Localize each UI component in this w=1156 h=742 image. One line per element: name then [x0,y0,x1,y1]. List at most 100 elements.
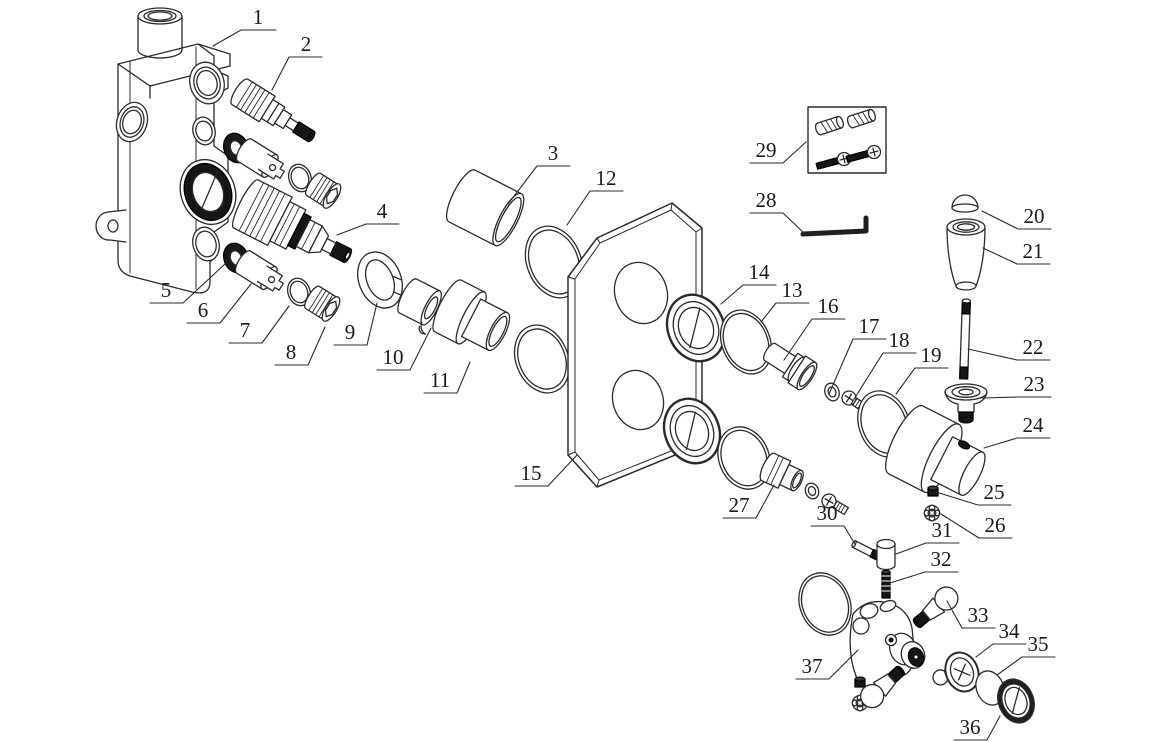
svg-text:36: 36 [960,715,981,739]
cam-34 [932,651,980,693]
trim-bushing [432,279,511,352]
part-label-31: 31 [895,518,960,555]
svg-text:33: 33 [968,603,989,627]
part-label-32: 32 [889,547,959,584]
part-label-19: 19 [895,343,949,395]
wall-sleeve [445,169,525,247]
part-label-17: 17 [828,314,887,395]
part-label-36: 36 [953,715,1001,741]
part-label-16: 16 [783,294,846,361]
retaining-ring [357,251,405,309]
part-label-26: 26 [940,513,1013,539]
svg-text:35: 35 [1028,632,1049,656]
outlet-connector [759,452,804,492]
part-label-7: 7 [228,305,290,344]
svg-text:13: 13 [782,278,803,302]
svg-text:20: 20 [1024,204,1045,228]
threaded-rod [958,298,972,380]
part-label-24: 24 [983,413,1051,449]
svg-text:9: 9 [345,320,356,344]
part-label-6: 6 [186,283,252,324]
flow-cartridge [230,78,316,143]
part-label-25: 25 [935,480,1012,506]
part-label-1: 1 [212,5,277,47]
cap-dome [951,194,979,213]
part-label-2: 2 [271,32,323,91]
svg-text:10: 10 [383,345,404,369]
part-label-21: 21 [982,239,1051,265]
spacer-31 [876,538,896,571]
part-label-4: 4 [336,199,400,236]
part-label-8: 8 [274,326,326,366]
svg-text:16: 16 [818,294,839,318]
knob-flange [944,383,988,424]
svg-text:22: 22 [1023,335,1044,359]
part-label-15: 15 [514,454,578,487]
svg-text:26: 26 [985,513,1006,537]
thermostatic-cartridge [232,179,353,264]
part-label-12: 12 [566,166,624,226]
svg-text:31: 31 [932,518,953,542]
part-label-34: 34 [975,619,1027,658]
part-label-9: 9 [333,302,378,346]
svg-text:28: 28 [756,188,777,212]
part-label-11: 11 [423,361,471,394]
svg-text:19: 19 [921,343,942,367]
part-label-22: 22 [967,335,1051,361]
set-screw-25 [927,485,939,497]
svg-text:12: 12 [596,166,617,190]
flange-ring-14 [665,293,727,363]
svg-text:4: 4 [377,199,388,223]
svg-text:34: 34 [999,619,1021,643]
svg-text:6: 6 [198,298,209,322]
handle-cone [946,218,986,291]
svg-text:1: 1 [253,5,264,29]
trim-ring-36 [997,678,1035,724]
part-label-30: 30 [810,501,856,545]
stop-sleeve [762,342,818,391]
washer-27b [804,482,820,500]
svg-text:7: 7 [240,318,251,342]
flange-ring-14b [662,397,722,465]
o-ring-12b [513,324,571,394]
svg-text:21: 21 [1023,239,1044,263]
part-labels-layer: 1234567891011121314151617181920212223242… [149,5,1056,741]
svg-text:8: 8 [286,340,297,364]
svg-text:24: 24 [1023,413,1045,437]
valve-body [95,7,237,294]
svg-text:2: 2 [301,32,312,56]
part-label-35: 35 [996,632,1056,676]
svg-text:27: 27 [729,493,750,517]
part-label-3: 3 [507,141,571,205]
adapter-sleeve [397,278,442,335]
part-label-5: 5 [149,262,227,304]
part-label-20: 20 [981,204,1052,230]
fixing-kit [807,106,887,174]
stud-32 [881,569,891,599]
svg-text:37: 37 [802,654,823,678]
svg-text:23: 23 [1024,372,1045,396]
svg-text:17: 17 [859,314,880,338]
svg-text:32: 32 [931,547,952,571]
part-label-37: 37 [795,649,859,680]
svg-text:14: 14 [749,260,771,284]
lever-33 [907,581,964,635]
o-ring-13b [717,426,771,490]
svg-text:30: 30 [817,501,838,525]
part-label-10: 10 [376,327,432,371]
allen-key [800,215,869,237]
svg-text:11: 11 [430,368,450,392]
svg-text:5: 5 [161,278,172,302]
part-label-14: 14 [720,260,777,305]
part-label-27: 27 [722,484,775,519]
svg-text:18: 18 [889,328,910,352]
svg-text:29: 29 [756,138,777,162]
washer-17 [824,382,840,402]
part-label-29: 29 [749,138,807,164]
part-label-13: 13 [760,278,810,323]
svg-text:25: 25 [984,480,1005,504]
svg-text:15: 15 [521,461,542,485]
diverter-body-group [798,572,926,713]
part-label-18: 18 [850,328,917,405]
